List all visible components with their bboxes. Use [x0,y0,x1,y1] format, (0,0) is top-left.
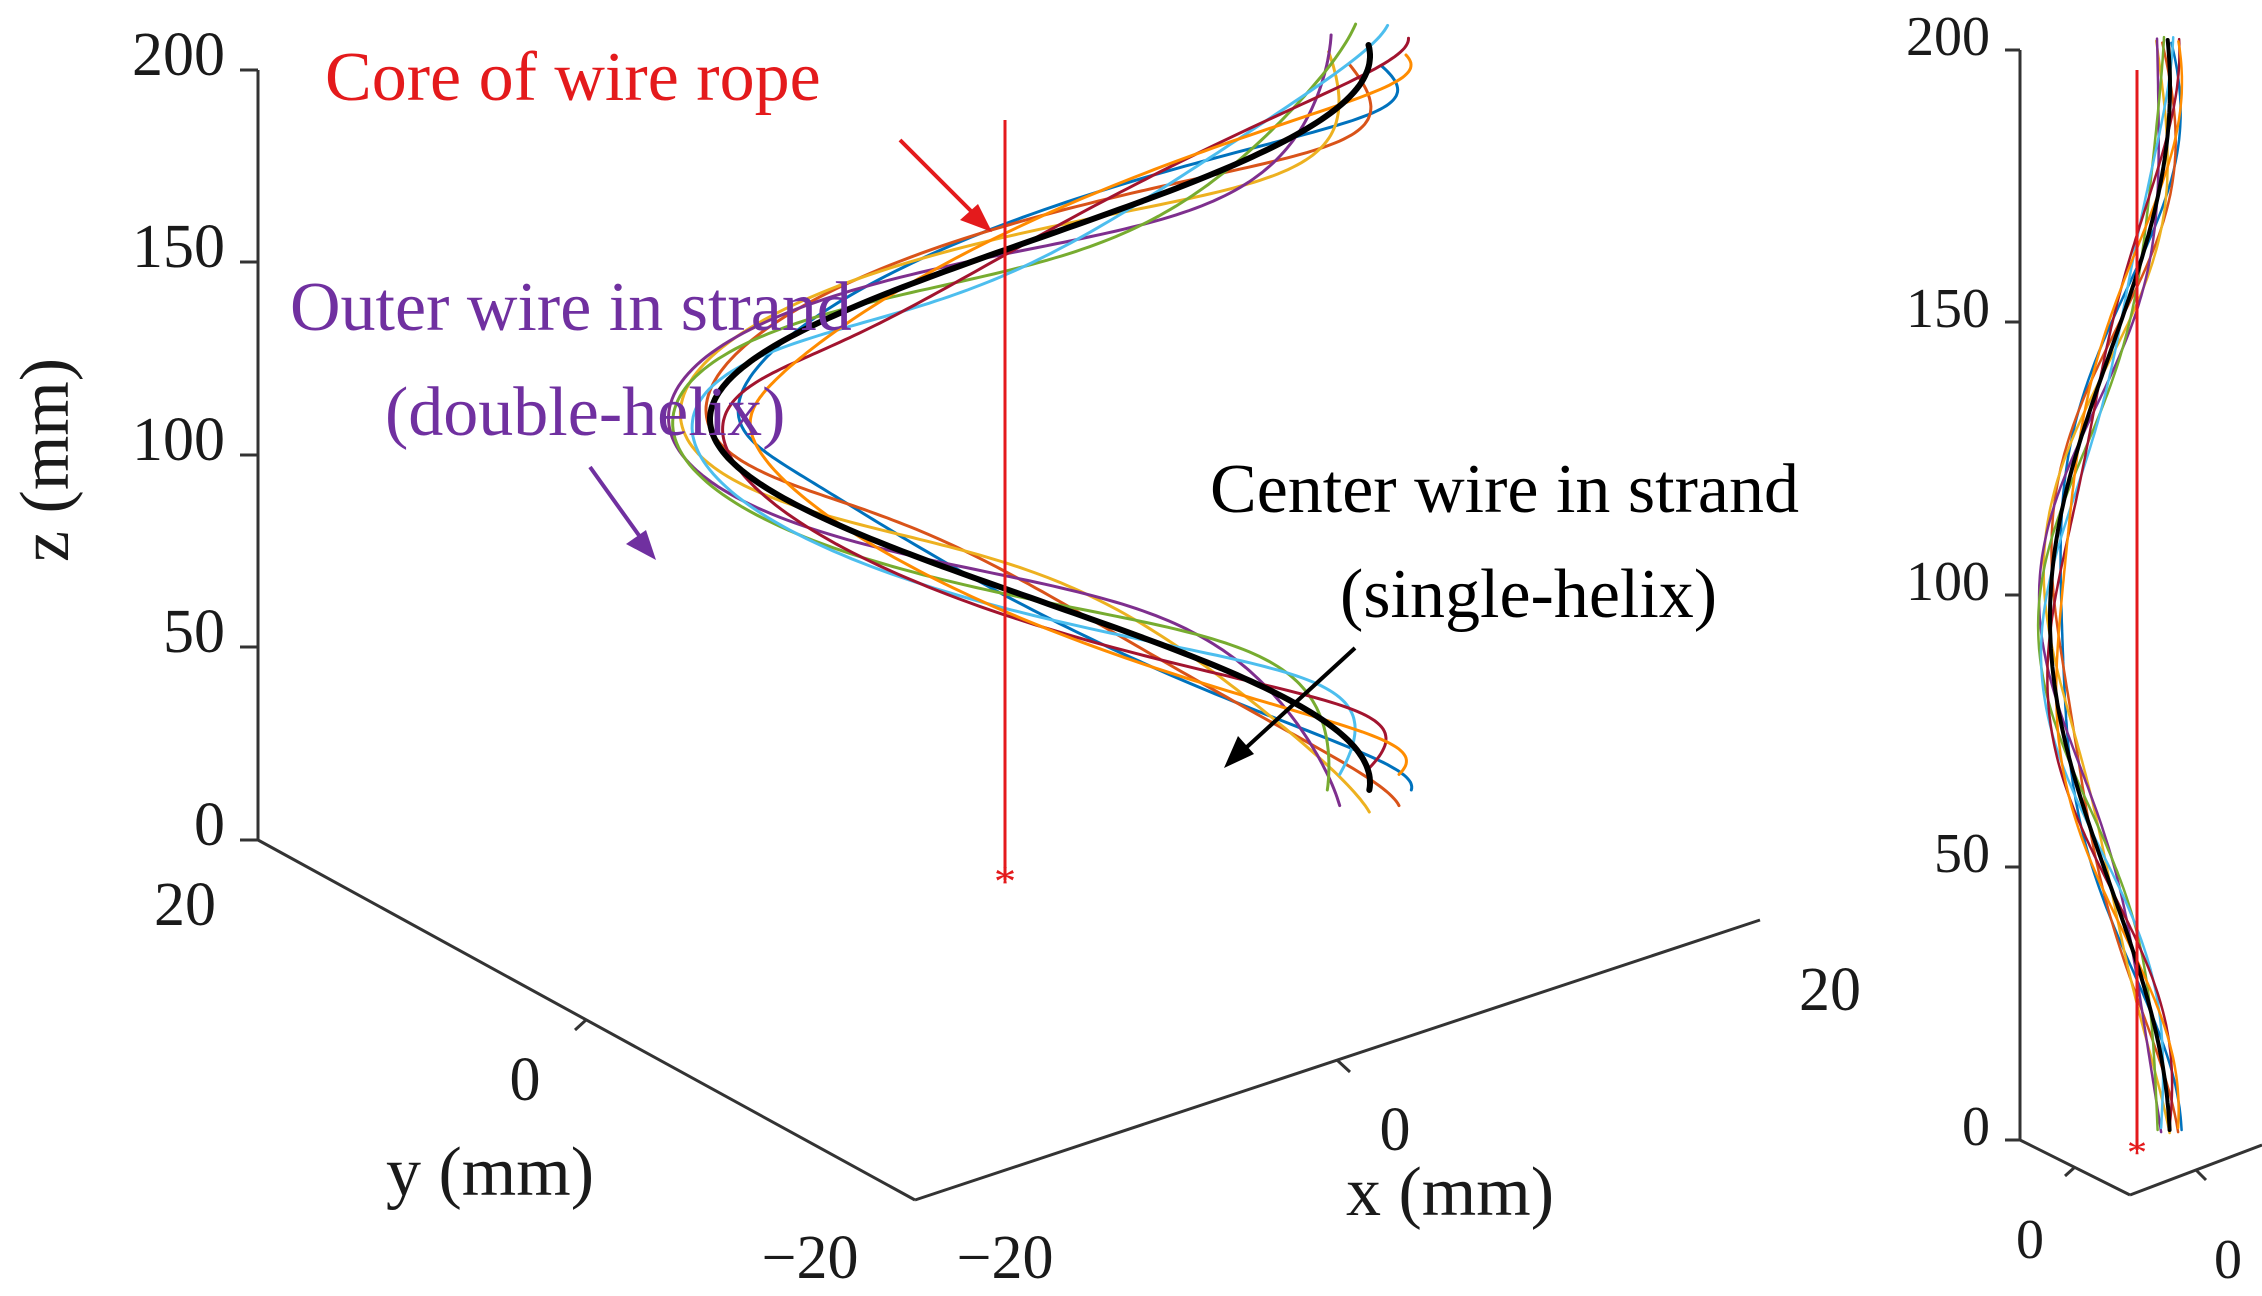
main-plot: 0 50 100 150 200 20 0 −20 −20 0 20 z (mm… [7,21,1861,1292]
annotation-outer-wire-line1: Outer wire in strand [290,269,852,346]
outer-wire-8 [748,53,1413,776]
side-plot: 0 50 100 150 200 0 0 * [1906,6,2262,1291]
y-tick-label: 20 [154,871,216,939]
z-tick-label: 150 [132,213,225,281]
side-x-tick-label: 0 [2214,1229,2242,1291]
center-wire [707,42,1374,793]
annotation-outer-wire-line2: (double-helix) [385,374,785,451]
core-arrow-head [960,204,992,232]
center-wire-arrow-head [1224,736,1254,768]
outer-wire-5 [671,22,1358,792]
side-core-start-marker: * [2127,1130,2147,1175]
side-center-wire [2048,38,2172,1132]
x-tick-label: −20 [957,1224,1054,1292]
annotation-core: Core of wire rope [325,39,821,116]
outer-wire-arrow [588,465,650,550]
y-axis-label: y (mm) [386,1134,594,1211]
center-wire-arrow [1234,646,1357,759]
main-center-wire-group [707,42,1374,793]
y-tick-mark [573,1018,588,1032]
z-ticks [240,68,258,842]
outer-wire-6 [690,23,1390,776]
annotation-center-wire-line2: (single-helix) [1340,556,1717,633]
side-center-wire-group [2048,38,2172,1132]
annotation-center-wire-line1: Center wire in strand [1210,451,1799,528]
side-y-tick-label: 0 [2016,1209,2044,1271]
side-z-tick-label: 0 [1962,1096,1990,1158]
y-axis-line [257,838,916,1202]
x-tick-label: 0 [1380,1096,1411,1164]
outer-wire-arrow-head [626,530,656,560]
side-outer-wire-7 [2046,37,2181,1129]
z-axis-label: z (mm) [7,358,84,562]
z-tick-label: 0 [194,791,225,859]
y-tick-label: 0 [510,1046,541,1114]
side-y-tick-mark [2063,1165,2077,1178]
side-z-tick-label: 200 [1906,6,1990,68]
side-outer-wire-1 [2059,41,2183,1132]
side-z-tick-label: 100 [1906,551,1990,613]
side-wires [2036,35,2184,1135]
y-tick-label: −20 [762,1224,859,1292]
side-outer-wire-3 [2042,39,2171,1135]
side-outer-wire-2 [2050,41,2180,1134]
outer-wire-7 [721,36,1410,770]
z-tick-label: 50 [163,598,225,666]
z-tick-label: 100 [132,406,225,474]
x-tick-label: 20 [1799,956,1861,1024]
side-z-tick-label: 150 [1906,278,1990,340]
outer-wire-1 [736,64,1414,792]
x-tick-mark [1335,1058,1352,1074]
outer-wire-2 [704,63,1401,808]
side-z-tick-label: 50 [1934,823,1990,885]
x-axis-label: x (mm) [1346,1154,1554,1231]
main-axes [256,70,1761,1202]
outer-wire-4 [666,33,1342,808]
z-tick-label: 200 [132,21,225,89]
core-start-marker: * [994,857,1016,906]
side-x-tick-mark [2194,1168,2208,1182]
